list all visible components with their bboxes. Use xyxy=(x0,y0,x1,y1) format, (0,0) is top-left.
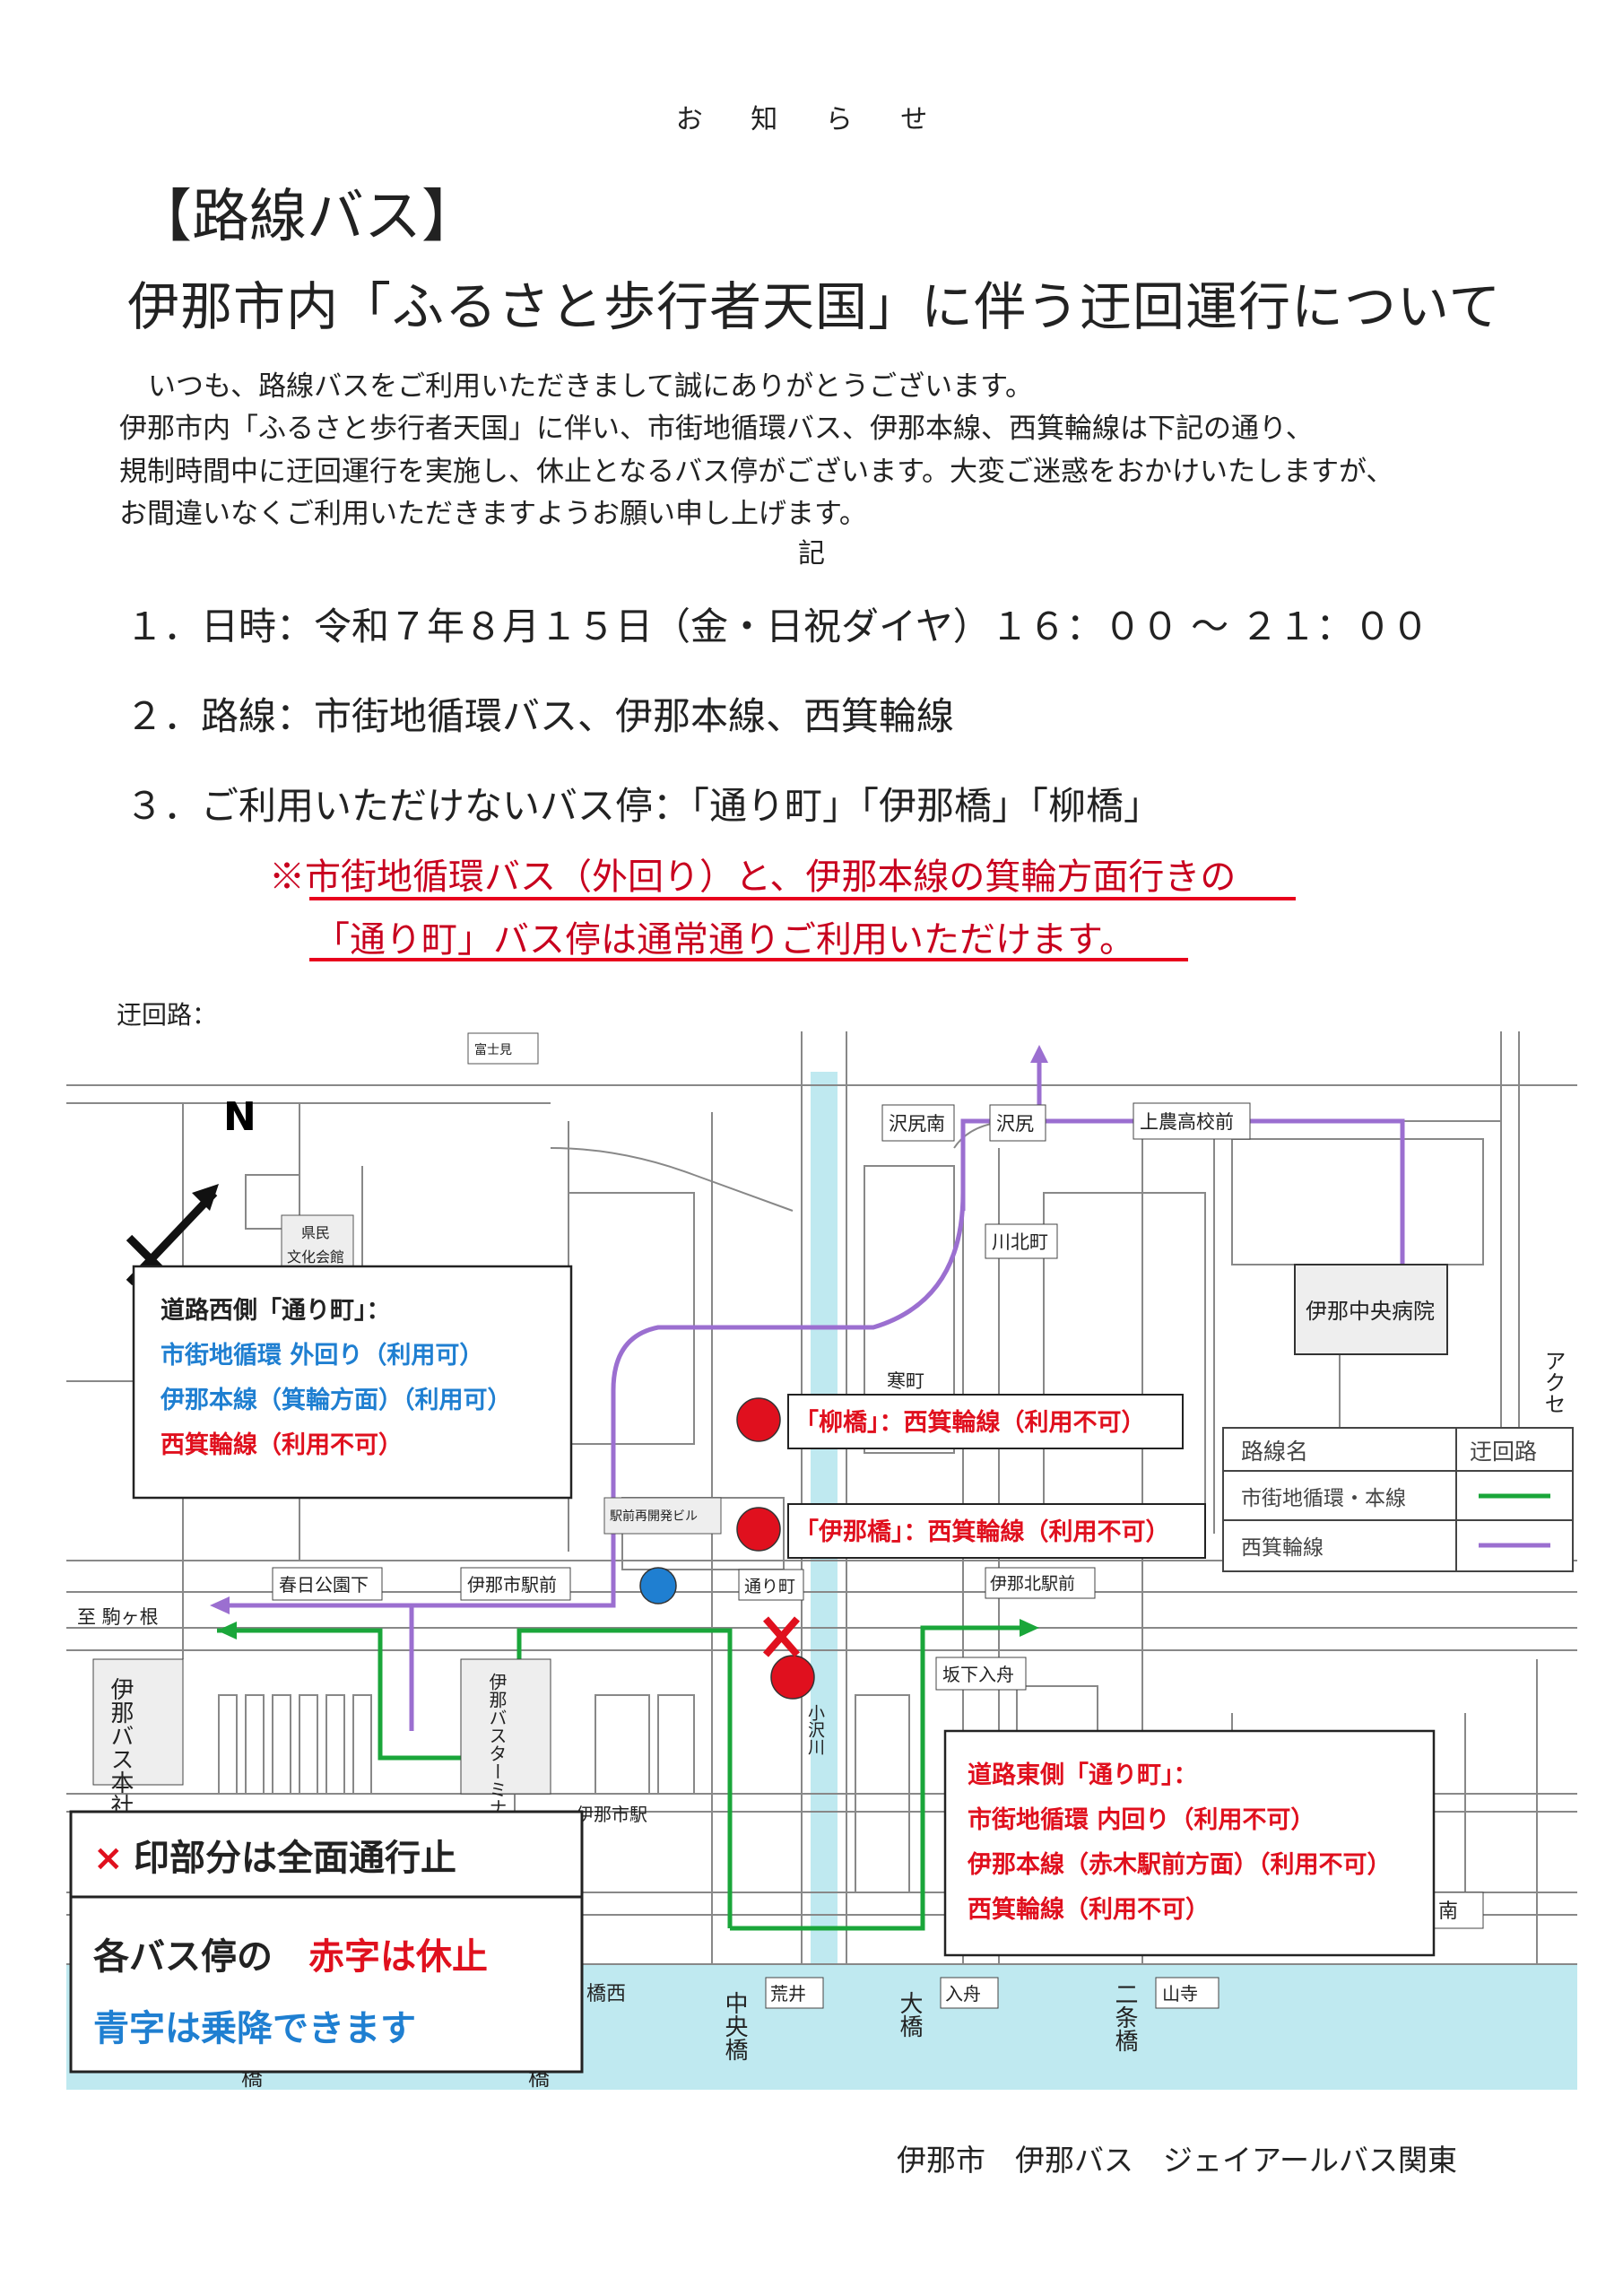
compass-n: N xyxy=(223,1094,256,1140)
key-box: × 印部分は全面通行止 各バス停の 赤字は休止 青字は乗降できます xyxy=(69,1810,584,2074)
purple-arrow-north xyxy=(1030,1045,1048,1063)
stop-torimachi-east-icon xyxy=(770,1655,815,1700)
west-box-line-2: 伊那本線（箕輪方面）（利用可） xyxy=(160,1386,512,1414)
label-inashi-ekimae: 伊那市駅前 xyxy=(467,1574,557,1596)
label-ina-bus-hq: 伊那バス本社 xyxy=(107,1677,134,1817)
body-line-1: 伊那市内「ふるさと歩行者天国」に伴い、市街地循環バス、伊那本線、西箕輪線は下記の… xyxy=(119,413,1314,445)
label-torimachi: 通り町 xyxy=(744,1577,795,1596)
label-chuo: 中央橋 xyxy=(721,1991,748,2061)
west-box-title: 道路西側「通り町」： xyxy=(161,1296,391,1325)
legend-col-detour: 迂回路 xyxy=(1470,1439,1537,1465)
purple-route xyxy=(219,1058,1405,1731)
label-kenmin: 県民 xyxy=(301,1224,330,1241)
west-box-line-1: 市街地循環 外回り（利用可） xyxy=(161,1341,483,1370)
east-box-line-1: 市街地循環 内回り（利用不可） xyxy=(968,1805,1315,1834)
note-line-2: 「通り町」バス停は通常通りご利用いただけます。 xyxy=(314,919,1135,961)
key-stops-prefix: 各バス停の xyxy=(93,1936,273,1978)
notice-heading: お 知 ら せ xyxy=(675,104,948,135)
label-arai: 荒井 xyxy=(770,1983,806,2005)
page-title: 伊那市内「ふるさと歩行者天国」に伴う迂回運行について xyxy=(127,276,1502,337)
label-nijo: 二条橋 xyxy=(1111,1982,1138,2052)
detour-map: N 富士見 県民 文化会館 沢尻南 沢尻 上農高校前 川北町 伊那中央病院 寒町… xyxy=(66,1031,1577,2091)
label-hospital: 伊那中央病院 xyxy=(1306,1299,1435,1324)
closure-x-icon xyxy=(762,1616,801,1657)
note-underline-2 xyxy=(309,958,1188,961)
label-kamino: 上農高校前 xyxy=(1140,1111,1234,1133)
stop-yanagibashi-icon xyxy=(736,1397,781,1442)
label-komagane: 至 駒ヶ根 xyxy=(77,1606,159,1628)
item-routes: ２．路線：市街地循環バス、伊那本線、西箕輪線 xyxy=(126,694,955,738)
label-sawajiri: 沢尻 xyxy=(996,1113,1034,1135)
item-closed-stops: ３．ご利用いただけないバス停：「通り町」「伊那橋」「柳橋」 xyxy=(126,784,1162,828)
item-datetime: １．日時：令和７年８月１５日（金・日祝ダイヤ）１６：００ ～ ２１：００ xyxy=(126,604,1429,648)
green-arrow-east xyxy=(1020,1619,1039,1637)
label-ekimae-bld: 駅前再開発ビル xyxy=(610,1509,698,1524)
stop-inabashi-icon xyxy=(736,1507,781,1552)
body-line-3: お間違いなくご利用いただきますようお願い申し上げます。 xyxy=(119,498,867,530)
label-yamadera: 山寺 xyxy=(1162,1983,1198,2005)
note-line-1: ※市街地循環バス（外回り）と、伊那本線の箕輪方面行きの xyxy=(269,857,1237,898)
key-red-text: 赤字は休止 xyxy=(308,1936,488,1978)
footer-issuers: 伊那市 伊那バス ジェイアールバス関東 xyxy=(897,2143,1458,2178)
stop-torimachi-west-icon xyxy=(639,1567,677,1605)
label-east-edge: アクセ xyxy=(1541,1350,1566,1414)
label-minami: 南 xyxy=(1438,1900,1458,1923)
category-title: 【路線バス】 xyxy=(135,184,479,250)
yanagibashi-callout xyxy=(787,1394,1184,1449)
key-closed-text: 印部分は全面通行止 xyxy=(134,1838,456,1879)
legend-row-nishiminowa: 西箕輪線 xyxy=(1241,1536,1324,1560)
west-box-line-3: 西箕輪線（利用不可） xyxy=(161,1431,403,1459)
west-side-box xyxy=(132,1265,573,1500)
label-ina-kitaekimae: 伊那北駅前 xyxy=(990,1574,1075,1594)
key-blue-text: 青字は乗降できます xyxy=(93,2008,416,2049)
label-ohashi: 大橋 xyxy=(896,1991,923,2038)
label-irifune: 入舟 xyxy=(945,1983,981,2005)
label-inashi-station: 伊那市駅 xyxy=(576,1804,647,1825)
label-sakashita: 坂下入舟 xyxy=(942,1664,1014,1685)
key-x-mark: × xyxy=(93,1838,124,1879)
east-box-title: 道路東側「通り町」： xyxy=(968,1761,1198,1789)
label-bunka: 文化会館 xyxy=(287,1248,344,1265)
ki-heading: 記 xyxy=(798,538,825,570)
purple-arrow-west xyxy=(210,1596,230,1614)
label-hashi-nishi: 橋西 xyxy=(586,1983,626,2005)
inabashi-text: 「伊那橋」：西箕輪線（利用不可） xyxy=(794,1518,1170,1546)
green-arrow-west xyxy=(217,1622,237,1639)
greeting-text: いつも、路線バスをご利用いただきまして誠にありがとうございます。 xyxy=(148,370,1034,403)
label-osawa: 小沢川 xyxy=(805,1704,825,1755)
legend-row-main: 市街地循環・本線 xyxy=(1241,1487,1406,1510)
yanagibashi-text: 「柳橋」：西箕輪線（利用不可） xyxy=(794,1408,1146,1437)
east-side-box xyxy=(943,1729,1436,1957)
label-ina-bus-terminal: 伊那バスターミナル xyxy=(486,1673,508,1834)
label-kanmachi: 寒町 xyxy=(887,1370,924,1392)
inabashi-callout xyxy=(787,1503,1206,1559)
label-kasuga: 春日公園下 xyxy=(279,1574,369,1596)
detour-label: 迂回路： xyxy=(117,1000,218,1030)
note-underline-1 xyxy=(309,897,1296,900)
route-legend: 路線名 迂回路 市街地循環・本線 西箕輪線 xyxy=(1222,1427,1574,1572)
legend-col-route: 路線名 xyxy=(1241,1439,1308,1465)
east-box-line-2: 伊那本線（赤木駅前方面）（利用不可） xyxy=(967,1850,1392,1879)
body-line-2: 規制時間中に迂回運行を実施し、休止となるバス停がございます。大変ご迷惑をおかけい… xyxy=(119,456,1394,488)
label-fujimi: 富士見 xyxy=(474,1042,512,1057)
label-sawajiri-minami: 沢尻南 xyxy=(889,1113,945,1135)
east-box-line-3: 西箕輪線（利用不可） xyxy=(968,1895,1210,1924)
label-kawakita: 川北町 xyxy=(992,1231,1048,1253)
